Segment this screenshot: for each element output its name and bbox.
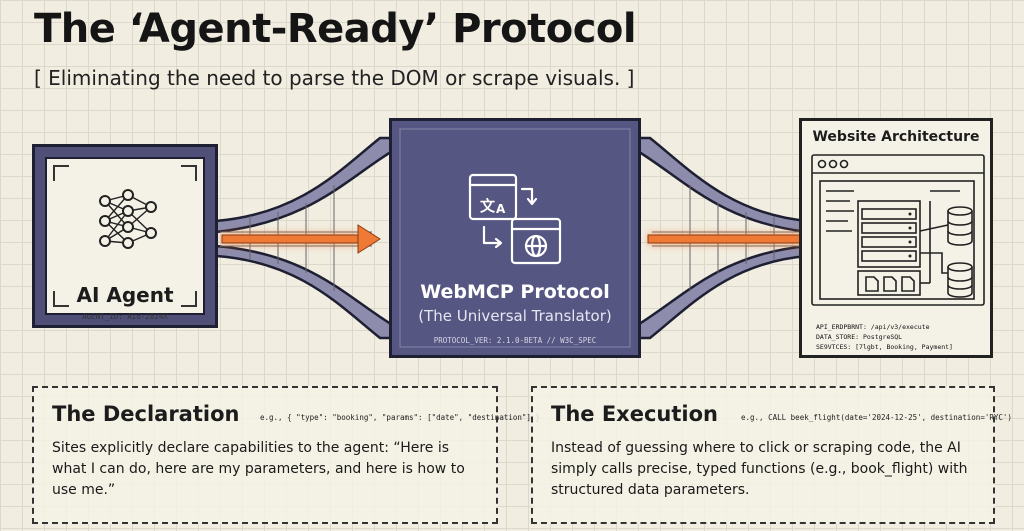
flow-arrow-left [221, 224, 381, 254]
website-diagram [811, 154, 985, 306]
left-connector-pipe [214, 136, 396, 340]
neural-network-icon [99, 189, 157, 249]
declaration-title: The Declaration [52, 402, 240, 426]
translate-icon: 文 A [468, 173, 562, 265]
website-title: Website Architecture [812, 129, 980, 145]
protocol-name: WebMCP Protocol [420, 281, 610, 303]
services-text: SE9VTCES: [7lgbt, Booking, Payment] [816, 343, 953, 351]
protocol-frame [399, 128, 631, 348]
website-architecture-node: Website Architecture API_ERDPBRNT: /api [799, 118, 993, 358]
agent-id-text: AGENT_ID: AI6-2824X [82, 312, 168, 321]
declaration-example: e.g., { "type": "booking", "params": ["d… [260, 413, 540, 422]
ai-agent-node: AI Agent AGENT_ID: AI6-2824X [32, 144, 218, 328]
ai-agent-card: AI Agent AGENT_ID: AI6-2824X [45, 157, 205, 321]
svg-text:A: A [496, 202, 506, 216]
ai-agent-label: AI Agent [76, 283, 174, 307]
execution-title: The Execution [551, 402, 718, 426]
execution-example: e.g., CALL beek_flight(date='2024-12-25'… [741, 413, 1012, 422]
svg-text:文: 文 [480, 197, 496, 215]
corner-bracket [53, 165, 69, 181]
page-title: The ‘Agent-Ready’ Protocol [34, 6, 637, 52]
corner-bracket [181, 291, 197, 307]
corner-bracket [181, 165, 197, 181]
corner-bracket [53, 291, 69, 307]
webmcp-protocol-node: 文 A WebMCP Protocol (The Universal Trans… [389, 118, 641, 358]
data-store-text: DATA_STORE: PostgreSQL [816, 333, 903, 341]
declaration-body: Sites explicitly declare capabilities to… [52, 440, 465, 498]
protocol-subtitle: (The Universal Translator) [418, 307, 612, 325]
page-subtitle: [ Eliminating the need to parse the DOM … [34, 66, 635, 90]
execution-panel: The Execution e.g., CALL beek_flight(dat… [531, 386, 1012, 524]
execution-body: Instead of guessing where to click or sc… [551, 440, 968, 498]
protocol-version: PROTOCOL_VER: 2.1.0-BETA // W3C_SPEC [433, 336, 597, 345]
declaration-panel: The Declaration e.g., { "type": "booking… [32, 386, 540, 524]
api-endpoint-text: API_ERDPBRNT: /api/v3/execute [816, 323, 930, 331]
